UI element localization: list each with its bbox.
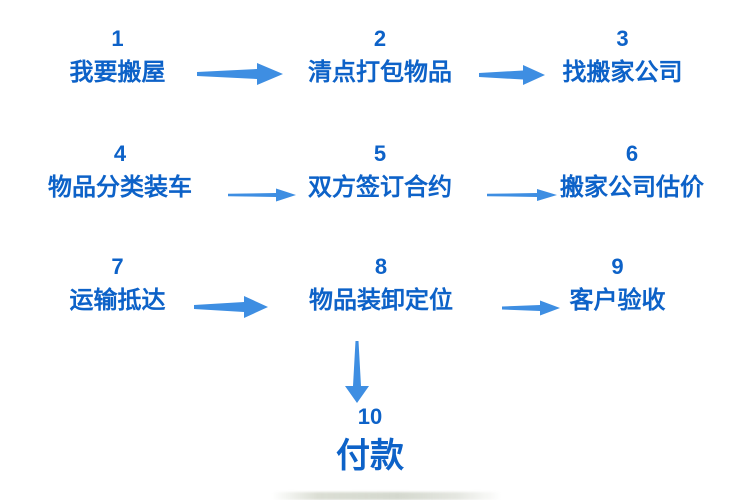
arrow-right-icon	[228, 188, 296, 202]
step-label: 我要搬屋	[69, 59, 166, 86]
step-number: 6	[625, 141, 639, 166]
step-label: 物品分类装车	[48, 174, 192, 201]
step-number: 7	[111, 254, 124, 279]
flow-step-10: 10 付款	[295, 404, 445, 476]
step-label: 找搬家公司	[562, 59, 683, 86]
step-number: 1	[111, 26, 124, 51]
step-number: 4	[113, 141, 127, 166]
arrow-down-icon	[345, 341, 369, 403]
flow-step-4: 4 物品分类装车	[35, 141, 205, 202]
flow-step-7: 7 运输抵达	[35, 254, 200, 315]
arrow-right-icon	[487, 189, 557, 201]
step-number: 10	[357, 404, 383, 429]
flow-step-5: 5 双方签订合约	[300, 141, 460, 202]
step-label: 客户验收	[569, 287, 666, 314]
flow-step-8: 8 物品装卸定位	[300, 254, 462, 315]
step-number: 2	[373, 26, 387, 51]
step-label: 清点打包物品	[308, 59, 452, 86]
step-number: 9	[611, 254, 624, 279]
step-label: 运输抵达	[69, 287, 166, 314]
arrow-right-icon	[479, 65, 545, 85]
step-number: 5	[373, 141, 387, 166]
arrow-right-icon	[502, 300, 560, 316]
flow-step-9: 9 客户验收	[545, 254, 690, 315]
flow-step-6: 6 搬家公司估价	[552, 141, 712, 202]
step-label: 付款	[336, 437, 404, 475]
step-label: 双方签订合约	[308, 174, 452, 201]
flow-step-1: 1 我要搬屋	[35, 26, 200, 87]
step-label: 物品装卸定位	[309, 287, 453, 314]
step-number: 8	[374, 254, 388, 279]
step-label: 搬家公司估价	[560, 174, 704, 201]
arrow-right-icon	[197, 63, 283, 85]
cutoff-bottom-artifact	[272, 492, 502, 500]
arrow-right-icon	[194, 296, 268, 318]
flow-step-3: 3 找搬家公司	[550, 26, 695, 87]
step-number: 3	[616, 26, 629, 51]
flow-step-2: 2 清点打包物品	[300, 26, 460, 87]
